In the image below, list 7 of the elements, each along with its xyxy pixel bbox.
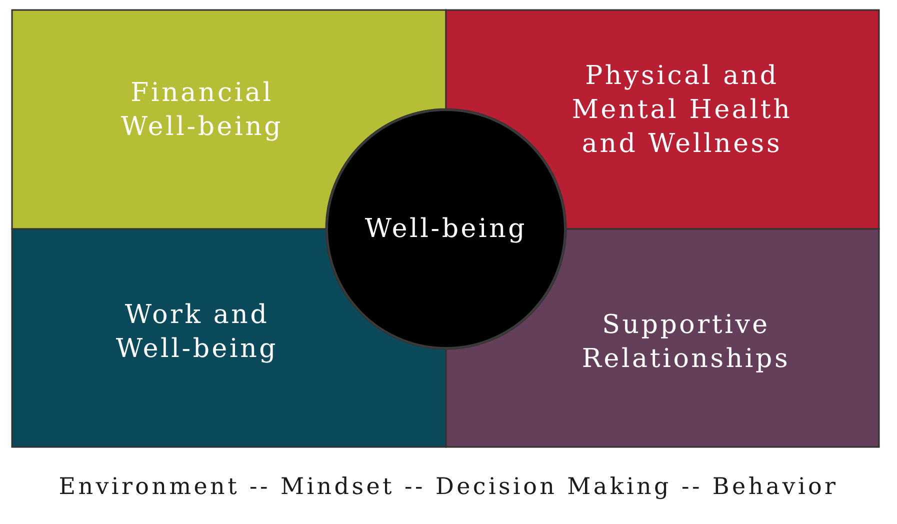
quadrant-label: Supportive Relationships (580, 309, 792, 376)
caption-text: Environment -- Mindset -- Decision Making -- Behavior (58, 474, 838, 500)
quadrant-label: Financial Well-being (120, 77, 284, 144)
quadrant-label: Work and Well-being (114, 299, 280, 366)
center-label: Well-being (364, 213, 528, 246)
quadrant-label: Physical and Mental Health and Wellness (570, 60, 794, 161)
center-circle (326, 109, 566, 349)
